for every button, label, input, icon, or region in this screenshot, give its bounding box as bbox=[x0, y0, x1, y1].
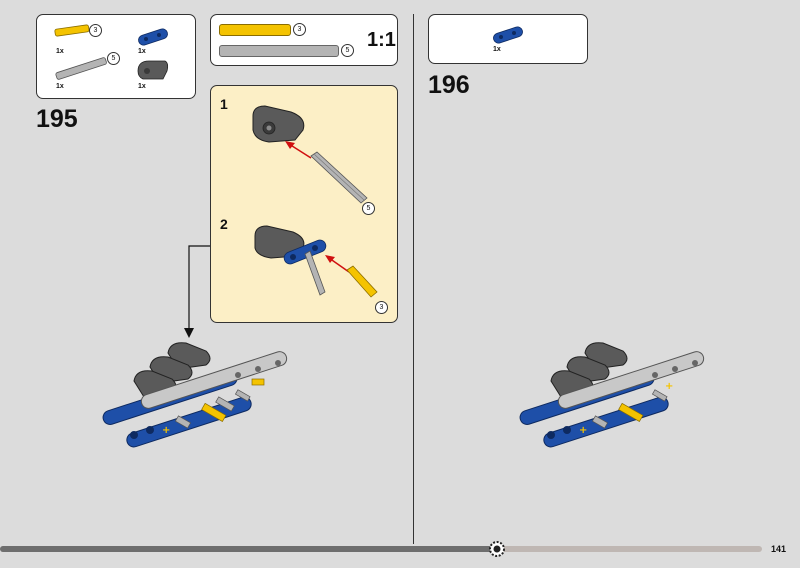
subassembly-callout: 1 5 2 3 bbox=[210, 85, 398, 323]
page-divider bbox=[413, 14, 414, 544]
part-qty: 1x bbox=[138, 83, 146, 90]
scale-ratio: 1:1 bbox=[367, 29, 396, 51]
dark-connector-icon bbox=[137, 60, 169, 80]
parts-list-196: 1x bbox=[428, 14, 588, 64]
gray-axle-5-scale bbox=[219, 45, 339, 57]
page-number: 141 bbox=[771, 544, 787, 554]
substep1-illustration bbox=[252, 105, 368, 204]
blue-beam-icon bbox=[493, 26, 523, 44]
yellow-axle-3-scale bbox=[219, 24, 291, 36]
progress-gear-icon bbox=[489, 541, 505, 557]
length-badge: 5 bbox=[107, 52, 120, 65]
step-number-195: 195 bbox=[36, 105, 78, 133]
part-qty: 1x bbox=[138, 48, 146, 55]
blue-beam-icon bbox=[138, 28, 168, 46]
substep2-illustration bbox=[254, 225, 378, 298]
length-badge: 3 bbox=[89, 24, 102, 37]
svg-text:+: + bbox=[162, 425, 170, 436]
substep-number-2: 2 bbox=[220, 216, 228, 232]
part-qty: 1x bbox=[493, 46, 501, 53]
length-badge: 3 bbox=[293, 23, 306, 36]
length-badge: 5 bbox=[362, 202, 375, 215]
yellow-axle-3-icon bbox=[54, 24, 90, 37]
part-qty: 1x bbox=[56, 48, 64, 55]
length-badge: 5 bbox=[341, 44, 354, 57]
length-badge: 3 bbox=[375, 301, 388, 314]
progress-bar-fill bbox=[0, 546, 495, 552]
model-assembly-196: + + bbox=[519, 342, 705, 448]
svg-text:+: + bbox=[579, 425, 587, 436]
scale-panel: 3 5 1:1 bbox=[210, 14, 398, 66]
svg-text:+: + bbox=[665, 381, 673, 392]
parts-list-195: 3 1x 1x 5 1x 1x bbox=[36, 14, 196, 99]
substep-number-1: 1 bbox=[220, 96, 228, 112]
gray-axle-5-icon bbox=[55, 57, 107, 80]
step-number-196: 196 bbox=[428, 71, 470, 99]
model-assembly-195: + bbox=[102, 342, 288, 448]
part-qty: 1x bbox=[56, 83, 64, 90]
